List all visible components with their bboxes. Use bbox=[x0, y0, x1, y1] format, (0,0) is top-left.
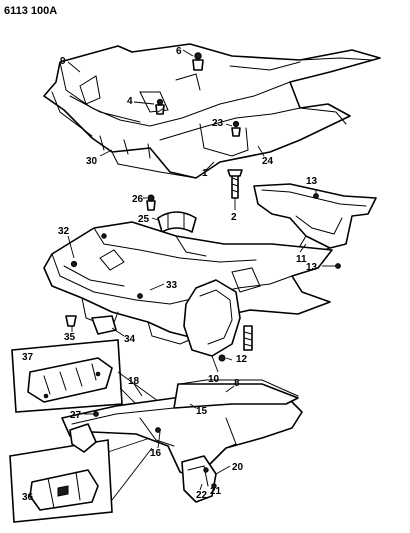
callout-20: 20 bbox=[232, 462, 244, 473]
callout-34: 34 bbox=[124, 334, 136, 345]
diagram-code: 6113 100A bbox=[4, 5, 57, 17]
callout-16: 16 bbox=[150, 448, 162, 459]
callout-labels: 6 9 4 23 24 30 1 2 13 26 25 32 11 13 33 … bbox=[22, 46, 318, 503]
callout-1: 1 bbox=[202, 168, 208, 179]
callout-26: 26 bbox=[132, 194, 144, 205]
callout-12: 12 bbox=[236, 354, 248, 365]
callout-10: 10 bbox=[208, 374, 220, 385]
callout-4: 4 bbox=[127, 96, 133, 107]
inset-box-upper bbox=[11, 339, 123, 413]
callout-30: 30 bbox=[86, 156, 98, 167]
callout-35: 35 bbox=[64, 332, 76, 343]
callout-15: 15 bbox=[196, 406, 208, 417]
callout-33: 33 bbox=[166, 280, 178, 291]
callout-18: 18 bbox=[128, 376, 140, 387]
callout-36: 36 bbox=[22, 492, 34, 503]
cushion-assembly bbox=[146, 194, 197, 233]
callout-9: 9 bbox=[60, 56, 66, 67]
leader-lines bbox=[67, 49, 336, 491]
callout-24: 24 bbox=[262, 156, 274, 167]
callout-32: 32 bbox=[58, 226, 70, 237]
callout-22: 22 bbox=[196, 490, 208, 501]
upper-subframe-assembly bbox=[43, 43, 381, 179]
callout-21: 21 bbox=[210, 486, 222, 497]
inset-box-lower bbox=[9, 439, 113, 523]
callout-23: 23 bbox=[212, 118, 224, 129]
callout-37: 37 bbox=[22, 352, 34, 363]
callout-2: 2 bbox=[231, 212, 237, 223]
callout-8: 8 bbox=[234, 378, 240, 389]
callout-11: 11 bbox=[296, 254, 307, 265]
middle-frame-assembly bbox=[43, 221, 333, 362]
callout-13-lower: 13 bbox=[306, 262, 318, 273]
lower-crossmember-assembly bbox=[61, 379, 303, 503]
callout-13-upper: 13 bbox=[306, 176, 318, 187]
callout-25: 25 bbox=[138, 214, 150, 225]
callout-27: 27 bbox=[70, 410, 82, 421]
stud-bolt bbox=[227, 169, 243, 199]
callout-6: 6 bbox=[176, 46, 182, 57]
